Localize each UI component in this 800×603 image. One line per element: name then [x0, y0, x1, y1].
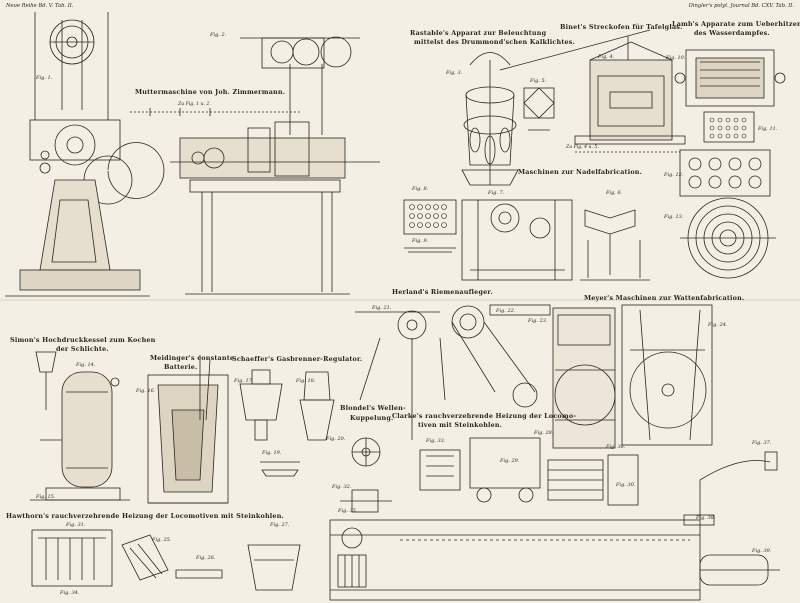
fig-label-13: Fig. 13. — [664, 214, 684, 220]
fig-label-15: Fig. 15. — [36, 494, 56, 500]
heading-muttermaschine: Muttermaschine von Joh. Zimmermann. — [135, 88, 286, 96]
heading-hawthorn: Hawthorn's rauchverzehrende Heizung der … — [6, 512, 284, 520]
fig-label-33: Fig. 33. — [426, 438, 446, 444]
fig-label-32: Fig. 32. — [332, 484, 352, 490]
heading-simon-line1: Simon's Hochdruckkessel zum Kochen — [10, 336, 156, 344]
plate-header-left: Neue Reihe Bd. V. Tab. II. — [6, 3, 74, 9]
fig-label-12: Fig. 12. — [664, 172, 684, 178]
fig-label-2: Fig. 2. — [210, 32, 227, 38]
fig-label-21: Fig. 21. — [372, 305, 392, 311]
heading-blondel-line1: Blondel's Wellen- — [340, 404, 406, 412]
fig-label-5: Fig. 5. — [530, 78, 547, 84]
binet-furnace-drawing — [499, 29, 686, 153]
fig-label-37: Fig. 37. — [752, 440, 772, 446]
fig5-diagram — [523, 87, 555, 131]
schaeffer-gas-regulator-drawing — [239, 369, 335, 477]
clarke-firebox-drawing — [419, 437, 639, 506]
fig-label-27: Fig. 27. — [270, 522, 290, 528]
meyer-wadding-machines-drawing — [552, 304, 713, 449]
fig-label-31: Fig. 31. — [66, 522, 86, 528]
fig-label-38: Fig. 38. — [696, 515, 716, 521]
fig-label-10: Fig. 10. — [666, 55, 686, 61]
heading-clarke-line2: tiven mit Steinkohlen. — [418, 421, 503, 429]
fig-label-16: Fig. 16. — [136, 388, 156, 394]
heading-schaeffer: Schaeffer's Gasbrenner-Regulator. — [232, 355, 363, 363]
fig-label-24: Fig. 24. — [708, 322, 728, 328]
blondel-coupling-drawing — [340, 437, 392, 513]
rastable-lamp-drawing — [461, 52, 519, 186]
scale-note-binet: Zu Fig. 4 u. 5. — [566, 145, 599, 150]
fig-label-26: Fig. 26. — [196, 555, 216, 561]
heading-meidinger-line2: Batterie. — [164, 363, 198, 371]
heading-lamb-line2: des Wasserdampfes. — [694, 29, 770, 37]
fig-label-30: Fig. 30. — [616, 482, 636, 488]
fig-label-6: Fig. 6. — [606, 190, 623, 196]
heading-lamb-line1: Lamb's Apparate zum Ueberhitzen — [672, 20, 800, 28]
meidinger-battery-drawing — [147, 355, 229, 504]
fig-label-1: Fig. 1. — [36, 75, 53, 81]
hawthorn-firebox-drawing — [31, 529, 301, 591]
heading-herland: Herland's Riemenaufleger. — [392, 288, 493, 296]
heading-nadelfabrication: Maschinen zur Nadelfabrication. — [518, 168, 643, 176]
fig-label-9: Fig. 9. — [412, 238, 429, 244]
heading-meyer: Meyer's Maschinen zur Wattenfabrication. — [584, 294, 745, 302]
fig-label-29: Fig. 29. — [500, 458, 520, 464]
fig-label-23: Fig. 23. — [528, 318, 548, 324]
lamb-superheater-drawing — [674, 49, 786, 279]
heading-rastable-line1: Rastable's Apparat zur Beleuchtung — [410, 29, 547, 37]
fig-label-4: Fig. 4. — [598, 54, 615, 60]
fig-label-17: Fig. 17. — [234, 378, 254, 384]
fig-label-28: Fig. 28. — [534, 430, 554, 436]
fig39-boiler-strip — [329, 519, 780, 601]
fig-label-19: Fig. 19. — [262, 450, 282, 456]
fig-label-3: Fig. 3. — [446, 70, 463, 76]
fig-label-14: Fig. 14. — [76, 362, 96, 368]
heading-clarke-line1: Clarke's rauchverzehrende Heizung der Lo… — [392, 412, 577, 420]
fig-label-35: Fig. 35. — [338, 508, 358, 514]
fig-label-39: Fig. 39. — [752, 548, 772, 554]
fig-label-25: Fig. 25. — [152, 537, 172, 543]
heading-binet: Binet's Streckofen für Tafelglas. — [560, 23, 683, 31]
fig-label-11: Fig. 11. — [758, 126, 778, 132]
fig-label-34: Fig. 34. — [60, 590, 80, 596]
fig-label-20: Fig. 20. — [326, 436, 346, 442]
needle-machines-drawing — [403, 199, 650, 281]
zimmermann-nut-machine-drawing — [5, 12, 380, 297]
simon-boiler-drawing — [30, 351, 130, 501]
fig-label-8: Fig. 8. — [412, 186, 429, 192]
heading-blondel-line2: Kuppelung. — [350, 414, 394, 422]
heading-rastable-line2: mittelst des Drummond'schen Kalklichtes. — [414, 38, 575, 46]
fig-label-36: Fig. 36. — [606, 444, 626, 450]
fig-label-18: Fig. 18. — [296, 378, 316, 384]
fig-label-22: Fig. 22. — [496, 308, 516, 314]
heading-meidinger-line1: Meidinger's constante — [150, 354, 235, 362]
heading-simon-line2: der Schlichte. — [56, 345, 109, 353]
scale-note-zimmermann: Zu Fig. 1 u. 2. — [178, 102, 211, 107]
plate-header-right: Dingler's polyt. Journal Bd. CXV. Tab. I… — [688, 3, 794, 9]
fig-label-7: Fig. 7. — [488, 190, 505, 196]
herland-belt-drawing — [355, 304, 551, 440]
